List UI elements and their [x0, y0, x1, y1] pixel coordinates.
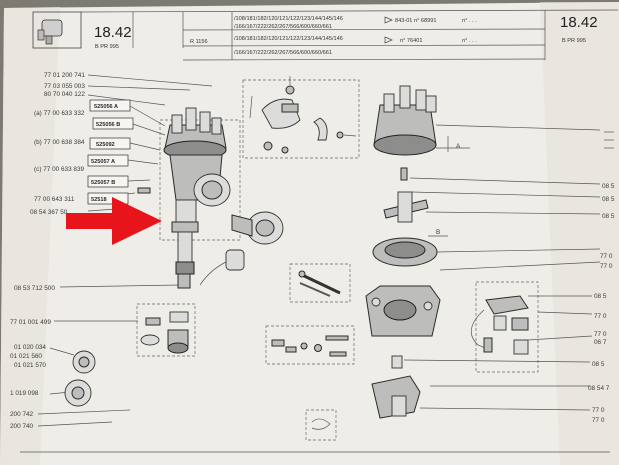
reference-code: R 1156 [190, 39, 208, 45]
ref-label: 77 0 [592, 407, 605, 414]
points-set [470, 281, 539, 373]
bushing-detail [136, 303, 196, 357]
ref-label: (a) 77 00 633 332 [34, 110, 85, 117]
svg-text:/108/181/182/120/121/122/123/1: /108/181/182/120/121/122/123/144/145/146 [234, 16, 343, 22]
model-line-4: /166/167/222/262/267/566/600/660/661 [234, 50, 332, 56]
callout-a: A [456, 143, 461, 150]
clip-washers [64, 350, 96, 407]
ref-label: (c) 77 00 633 839 [34, 166, 85, 173]
dimension-callouts: A B [428, 136, 470, 237]
ref-label: 77 03 055 003 [44, 83, 85, 90]
right-reference-list: 08 5 08 5 08 5 77 0 77 0 08 5 77 0 77 0 … [588, 183, 615, 424]
ref-label: 08 5 [594, 293, 607, 300]
arrow-icon [384, 16, 393, 44]
boxed-reference-list: 525056 A 525056 B 525092 525057 A 525057… [87, 99, 166, 205]
ref-label: 08 54 7 [588, 385, 610, 392]
ref-label: 01 020 034 [14, 344, 46, 351]
callout-b: B [436, 229, 440, 236]
ref-label: 77 0 [600, 263, 613, 270]
page-number-right: 18.42 [560, 14, 598, 31]
ref-label: 77 0 [594, 331, 607, 338]
ref-label: 77 01 200 741 [44, 72, 85, 79]
boxed-ref: 525056 A [94, 104, 118, 110]
ref-label: 77 01 001 499 [10, 319, 51, 326]
ref-label: 77 0 [594, 313, 607, 320]
small-hardware-detail [265, 325, 355, 365]
serial-2: n° 76401 [400, 38, 422, 44]
ref-label: 77 00 643 311 [34, 196, 75, 203]
ref-label: 08 5 [602, 196, 615, 203]
ref-label: 06 7 [594, 339, 607, 346]
page-header: 18.42 B PR 995 R 1156 /108/181/182/120/1… [32, 9, 619, 61]
ref-label: (b) 77 00 638 384 [34, 139, 85, 146]
clip-detail [305, 409, 337, 441]
page-sub-right: B PR 995 [562, 38, 586, 44]
ref-label: 77 0 [600, 253, 613, 260]
model-line-3: /108/181/182/120/121/122/123/144/145/146 [234, 36, 343, 42]
ref-label: 80 70 040 122 [44, 91, 85, 98]
boxed-ref: 525057 B [91, 180, 115, 186]
right-margin-marks [604, 131, 614, 149]
ref-label: 200 742 [10, 411, 34, 418]
cam-spring-detail [289, 263, 351, 303]
page-sub-left: B PR 995 [95, 44, 119, 50]
boxed-ref: 525056 B [96, 122, 120, 128]
page-number-left: 18.42 [94, 24, 132, 41]
serial-tail-1: n° . . . [462, 18, 477, 24]
ref-label: 08 54 367 50 [30, 209, 68, 216]
contact-breaker-detail [242, 76, 360, 159]
left-reference-list: 77 01 200 741 77 03 055 003 80 70 040 12… [10, 72, 85, 430]
distributor-thumbnail-icon [37, 19, 63, 45]
boxed-ref: 52518 [91, 197, 107, 203]
distributor-assembly [137, 107, 284, 289]
model-line-2: /166/167/222/262/267/566/600/660/661 [234, 24, 332, 30]
exploded-distributor [365, 85, 441, 419]
boxed-ref: 525092 [96, 142, 115, 148]
ref-label: 01 021 570 [14, 362, 46, 369]
boxed-ref: 525057 A [91, 159, 115, 165]
ref-label: 08 5 [602, 213, 615, 220]
ref-label: 200 740 [10, 423, 34, 430]
right-leader-lines [403, 124, 601, 411]
red-pointer-arrow-icon [66, 197, 162, 245]
ref-label: 08 5 [592, 361, 605, 368]
model-line-1: /108/181/182/120/121/122/123/144/145/146 [234, 16, 343, 22]
ref-label: 08 5 [602, 183, 615, 190]
serial-tail-2: n° . . . [462, 38, 477, 44]
ref-label: 77 0 [592, 417, 605, 424]
ref-label: 01 021 560 [10, 353, 42, 360]
ref-label: 1 019 098 [10, 390, 39, 397]
serial-1: 843-01 n° 68991 [395, 18, 436, 24]
ref-label: 08 53 712 500 [14, 285, 55, 292]
